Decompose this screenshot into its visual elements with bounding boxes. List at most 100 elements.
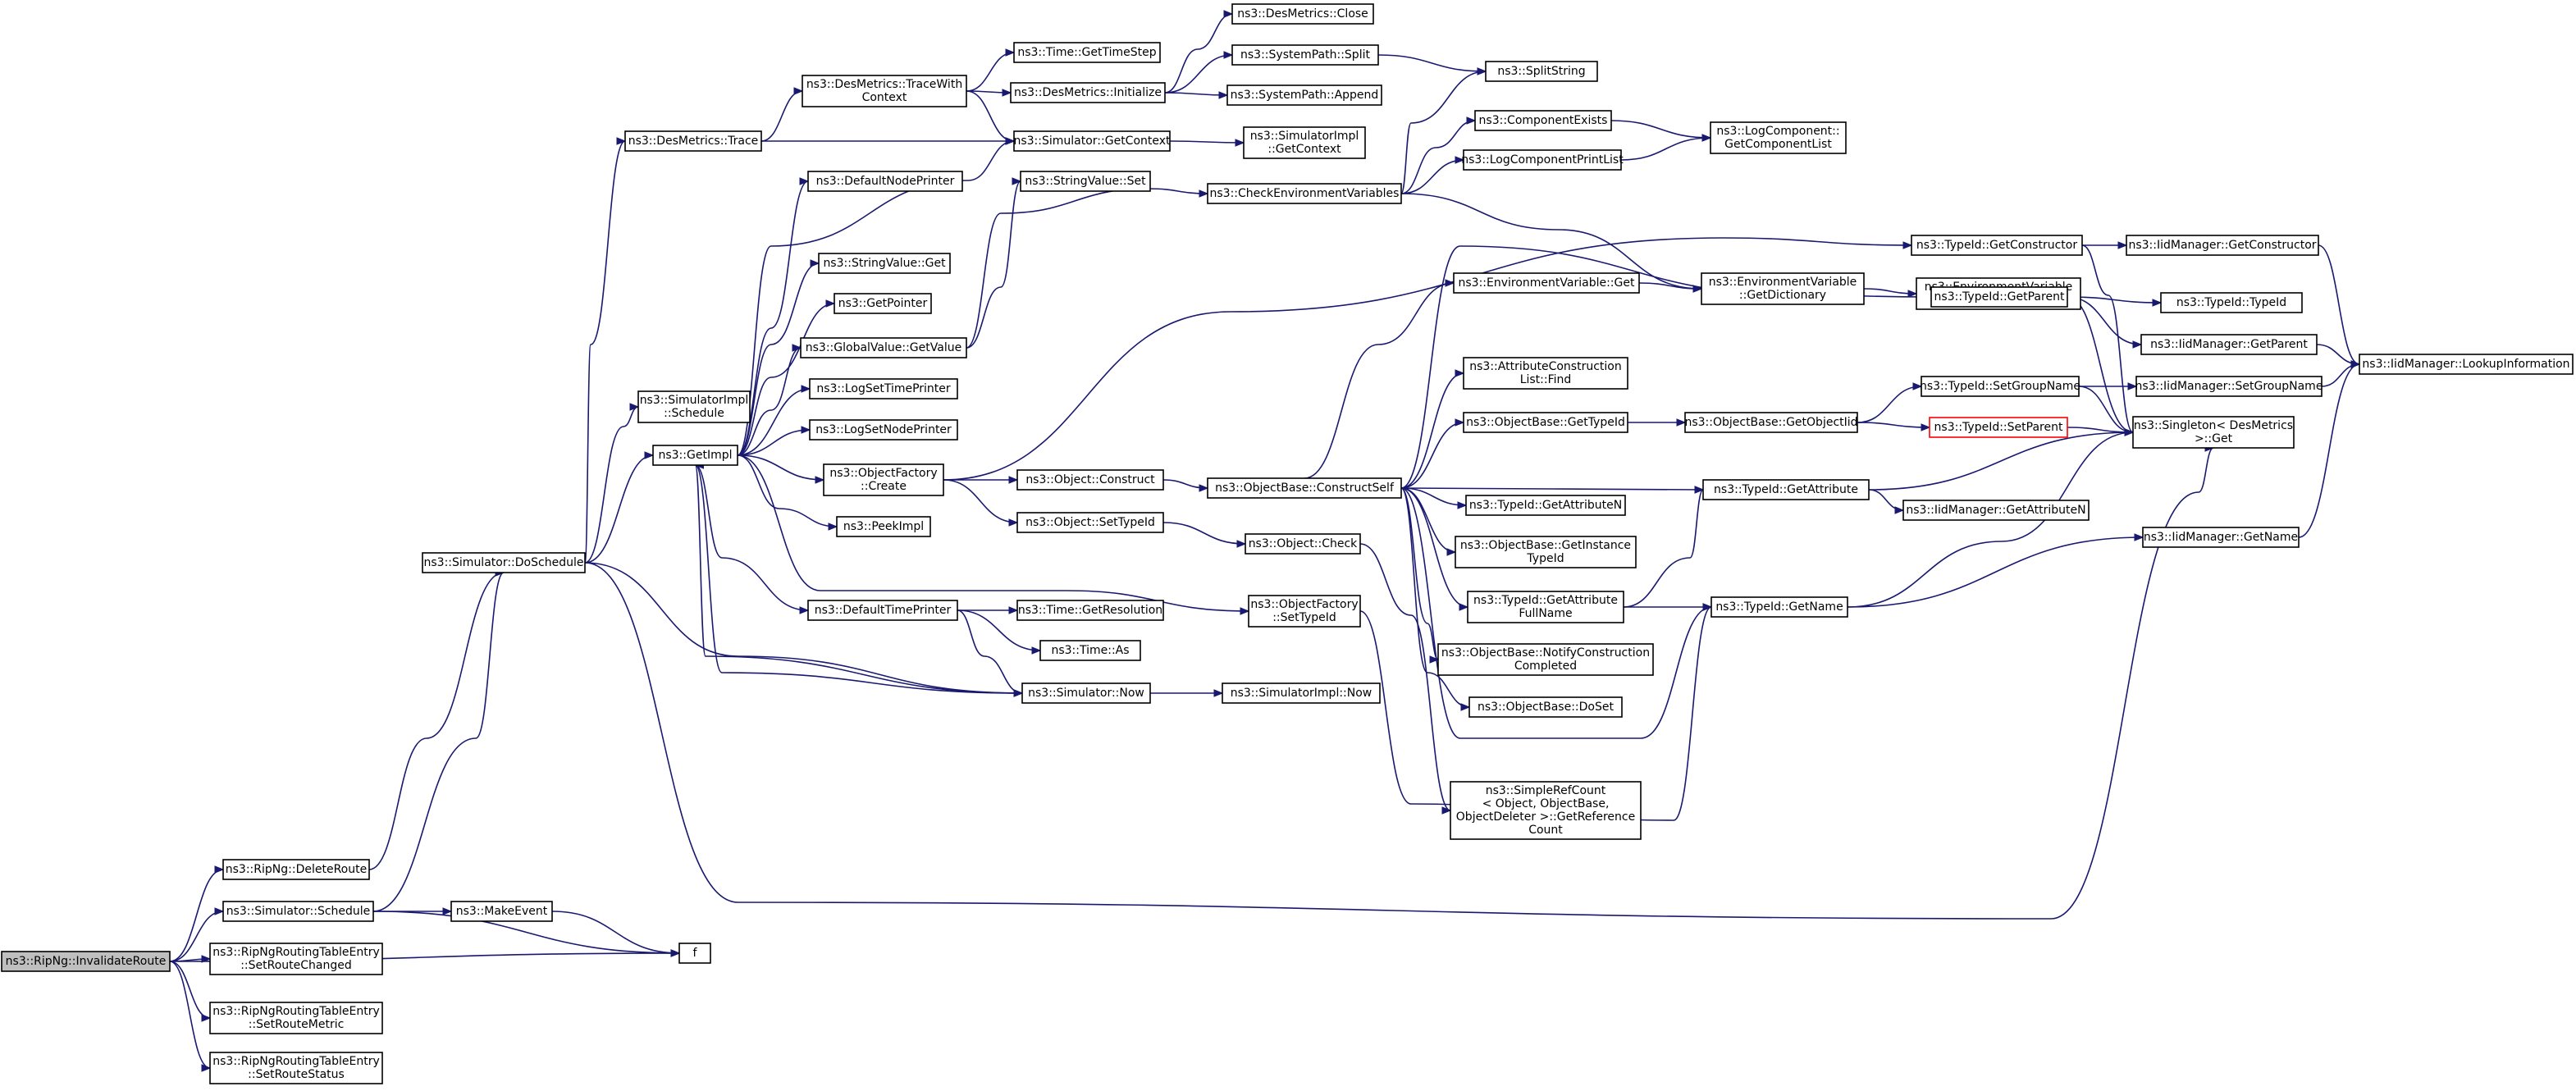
node-implSchedule[interactable]: ns3::SimulatorImpl::Schedule (637, 390, 751, 423)
node-defaultNodePrinter[interactable]: ns3::DefaultNodePrinter (807, 171, 963, 192)
edge-simSchedule-to-doSchedule (372, 568, 505, 912)
node-setRouteStatus[interactable]: ns3::RipNgRoutingTableEntry::SetRouteSta… (209, 1052, 383, 1084)
node-splitString[interactable]: ns3::SplitString (1485, 61, 1598, 82)
edge-typeIdGetConstructor-to-iidGetConstructor (2082, 241, 2128, 249)
node-objBaseGetTypeId[interactable]: ns3::ObjectBase::GetTypeId (1463, 412, 1628, 433)
node-getComponentList[interactable]: ns3::LogComponent::GetComponentList (1710, 121, 1847, 154)
node-timeAs[interactable]: ns3::Time::As (1039, 640, 1141, 661)
edge-arrowhead (1466, 116, 1477, 125)
node-deleteRoute[interactable]: ns3::RipNg::DeleteRoute (222, 859, 370, 880)
node-globalGetValue[interactable]: ns3::GlobalValue::GetValue (800, 337, 967, 358)
node-implNow[interactable]: ns3::SimulatorImpl::Now (1222, 682, 1381, 704)
edge-objFactoryCreate-to-typeIdGetConstructor (943, 237, 1913, 481)
node-logSetTimePrinter[interactable]: ns3::LogSetTimePrinter (809, 378, 958, 399)
node-makeEvent[interactable]: ns3::MakeEvent (450, 901, 553, 922)
node-typeIdSetParent[interactable]: ns3::TypeId::SetParent (1929, 417, 2068, 438)
node-singletonGet[interactable]: ns3::Singleton< DesMetrics >::Get (2132, 416, 2295, 449)
node-setRouteChanged[interactable]: ns3::RipNgRoutingTableEntry::SetRouteCha… (209, 943, 383, 975)
node-timeGetResolution[interactable]: ns3::Time::GetResolution (1016, 600, 1164, 621)
node-box (1207, 183, 1402, 204)
node-doSchedule[interactable]: ns3::Simulator::DoSchedule (422, 552, 586, 573)
edge-simNow-to-getImpl (694, 461, 1023, 694)
node-objectCheck[interactable]: ns3::Object::Check (1245, 533, 1361, 555)
node-iidSetGroupName[interactable]: ns3::IidManager::SetGroupName (2135, 376, 2323, 397)
node-implGetContext[interactable]: ns3::SimulatorImpl::GetContext (1243, 126, 1366, 159)
edge-line (1868, 489, 1904, 511)
node-desInitialize[interactable]: ns3::DesMetrics::Initialize (1010, 82, 1166, 103)
edge-doSchedule-to-getImpl (584, 451, 655, 564)
node-label: ns3::GetImpl (658, 449, 732, 462)
edge-line (1400, 487, 1704, 491)
node-componentExists[interactable]: ns3::ComponentExists (1474, 110, 1612, 131)
node-typeIdGetName[interactable]: ns3::TypeId::GetName (1710, 596, 1848, 618)
node-iidGetParent[interactable]: ns3::IidManager::GetParent (2140, 334, 2318, 355)
node-getTimeStep[interactable]: ns3::Time::GetTimeStep (1013, 42, 1161, 63)
node-simNow[interactable]: ns3::Simulator::Now (1021, 682, 1151, 704)
edge-line (760, 90, 803, 142)
edge-arrowhead (1031, 646, 1042, 655)
node-notifyConstructionCompleted[interactable]: ns3::ObjectBase::NotifyConstructionCompl… (1437, 643, 1654, 676)
node-iidGetAttributeN[interactable]: ns3::IidManager::GetAttributeN (1902, 500, 2090, 521)
node-f[interactable]: f (678, 943, 711, 964)
edge-arrowhead (1235, 139, 1245, 147)
node-stringValueSet[interactable]: ns3::StringValue::Set (1020, 171, 1151, 192)
edge-doSchedule-to-simNow (584, 562, 1024, 697)
node-iidLookupInformation[interactable]: ns3::IidManager::LookupInformation (2359, 354, 2574, 375)
node-logSetNodePrinter[interactable]: ns3::LogSetNodePrinter (809, 419, 958, 441)
node-label: ns3::Simulator::Now (1028, 687, 1144, 700)
node-peekImpl[interactable]: ns3::PeekImpl (836, 516, 931, 537)
node-typeIdSetGroupName[interactable]: ns3::TypeId::SetGroupName (1920, 376, 2080, 397)
edge-arrowhead (1223, 10, 1234, 18)
node-simSchedule[interactable]: ns3::Simulator::Schedule (222, 901, 374, 922)
node-root[interactable]: ns3::RipNg::InvalidateRoute (1, 951, 171, 972)
node-objBaseDoSet[interactable]: ns3::ObjectBase::DoSet (1468, 696, 1623, 718)
node-box (1710, 596, 1848, 618)
node-desTrace[interactable]: ns3::DesMetrics::Trace (624, 130, 762, 152)
edge-arrowhead (1012, 177, 1022, 185)
node-defaultTimePrinter[interactable]: ns3::DefaultTimePrinter (807, 600, 958, 621)
edge-arrowhead (2152, 299, 2163, 307)
edge-desTrace-to-traceWithContext (760, 87, 804, 142)
node-sysSplit[interactable]: ns3::SystemPath::Split (1231, 44, 1379, 66)
node-desClose[interactable]: ns3::DesMetrics::Close (1231, 3, 1374, 25)
node-objFactoryCreate[interactable]: ns3::ObjectFactory::Create (823, 463, 944, 496)
node-stringValueGet[interactable]: ns3::StringValue::Get (818, 253, 951, 274)
node-typeIdGetAttribute[interactable]: ns3::TypeId::GetAttribute (1702, 479, 1870, 500)
edge-doSchedule-to-implSchedule (584, 403, 640, 564)
node-iidGetName[interactable]: ns3::IidManager::GetName (2142, 527, 2300, 548)
node-objectConstruct[interactable]: ns3::Object::Construct (1016, 469, 1164, 491)
node-logComponentPrintList[interactable]: ns3::LogComponentPrintList (1461, 149, 1624, 171)
node-typeIdGetAttributeN[interactable]: ns3::TypeId::GetAttributeN (1465, 495, 1626, 516)
edge-arrowhead (1694, 486, 1705, 494)
node-sysAppend[interactable]: ns3::SystemPath::Append (1226, 84, 1382, 106)
node-typeIdTypeId[interactable]: ns3::TypeId::TypeId (2160, 292, 2303, 313)
node-objectSetTypeId[interactable]: ns3::Object::SetTypeId (1016, 512, 1164, 533)
node-getPointer[interactable]: ns3::GetPointer (834, 293, 932, 314)
node-label: ns3::SystemPath::Append (1231, 89, 1379, 102)
node-iidGetConstructor[interactable]: ns3::IidManager::GetConstructor (2126, 235, 2319, 256)
node-typeIdGetConstructor[interactable]: ns3::TypeId::GetConstructor (1911, 235, 2083, 256)
node-objBaseGetObjectIid[interactable]: ns3::ObjectBase::GetObjectIid (1684, 412, 1858, 433)
node-box (2132, 416, 2295, 449)
edge-line (2067, 296, 2134, 433)
node-envVarGetDictionary[interactable]: ns3::EnvironmentVariable::GetDictionary (1701, 272, 1865, 305)
node-envVarGet[interactable]: ns3::EnvironmentVariable::Get (1453, 272, 1640, 294)
node-label: Context (862, 91, 907, 104)
node-simpleRefCount[interactable]: ns3::SimpleRefCount< Object, ObjectBase,… (1450, 781, 1642, 840)
edge-line (1857, 386, 1922, 423)
node-setRouteMetric[interactable]: ns3::RipNgRoutingTableEntry::SetRouteMet… (209, 1002, 383, 1034)
node-getImpl[interactable]: ns3::GetImpl (652, 445, 738, 466)
node-simGetContext[interactable]: ns3::Simulator::GetContext (1013, 130, 1171, 152)
node-box (1207, 477, 1402, 499)
edge-arrowhead (1005, 48, 1016, 57)
node-typeIdGetParent[interactable]: ns3::TypeId::GetParent (1930, 286, 2068, 308)
node-checkEnv[interactable]: ns3::CheckEnvironmentVariables (1207, 183, 1402, 204)
node-objFactorySetTypeId[interactable]: ns3::ObjectFactory::SetTypeId (1248, 595, 1361, 628)
edge-line (1400, 487, 1467, 506)
node-constructSelf[interactable]: ns3::ObjectBase::ConstructSelf (1207, 477, 1402, 499)
edge-constructSelf-to-typeIdGetAttributeFullName (1400, 487, 1469, 611)
